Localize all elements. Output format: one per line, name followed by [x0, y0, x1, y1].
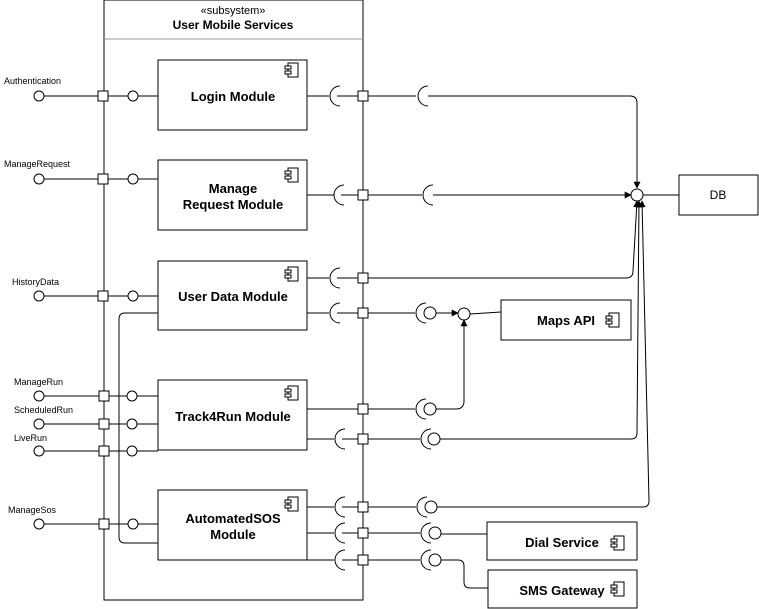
track4run-module-label: Track4Run Module — [175, 409, 291, 424]
sms-gateway-node[interactable]: SMS Gateway — [441, 559, 638, 609]
db-connectors — [368, 95, 650, 508]
external-interface-manage-run[interactable]: ManageRun — [14, 377, 99, 402]
user-data-module-label: User Data Module — [178, 289, 288, 304]
external-interface-history-data[interactable]: HistoryData — [12, 277, 98, 302]
component-icon — [610, 581, 625, 597]
manage-request-module-label-2: Request Module — [183, 197, 283, 212]
interface-label-manage-sos: ManageSos — [8, 505, 57, 515]
external-interface-manage-sos[interactable]: ManageSos — [8, 505, 99, 530]
lollipop-icon — [33, 445, 45, 457]
external-interface-scheduled-run[interactable]: ScheduledRun — [14, 405, 99, 430]
interface-label-manage-run: ManageRun — [14, 377, 63, 387]
lollipop-icon — [33, 518, 45, 530]
automated-sos-module-label-1: AutomatedSOS — [185, 511, 281, 526]
db-node[interactable]: DB — [630, 174, 759, 216]
sms-gateway-label: SMS Gateway — [519, 583, 605, 598]
maps-api-node[interactable]: Maps API — [457, 299, 632, 341]
left-ports — [97, 90, 158, 530]
maps-api-label: Maps API — [537, 313, 595, 328]
lollipop-icon — [630, 188, 644, 202]
right-ports — [307, 85, 442, 571]
external-interface-authentication[interactable]: Authentication — [4, 76, 98, 102]
db-label: DB — [710, 188, 727, 202]
component-icon — [605, 312, 620, 328]
subsystem-name: User Mobile Services — [173, 18, 294, 32]
track4run-module[interactable]: Track4Run Module — [157, 379, 308, 451]
component-icon — [610, 535, 625, 551]
lollipop-icon — [33, 290, 45, 302]
dial-service-node[interactable]: Dial Service — [441, 521, 638, 561]
manage-request-module[interactable]: Manage Request Module — [157, 159, 308, 231]
dial-service-label: Dial Service — [525, 535, 599, 550]
external-interface-live-run[interactable]: LiveRun — [14, 433, 99, 457]
maps-connectors — [436, 309, 468, 410]
external-interface-manage-request[interactable]: ManageRequest — [4, 159, 98, 185]
internal-link — [118, 312, 158, 544]
component-icon — [284, 385, 299, 401]
automated-sos-module[interactable]: AutomatedSOS Module — [157, 489, 308, 561]
manage-request-module-label-1: Manage — [209, 181, 257, 196]
component-icon — [284, 167, 299, 183]
interface-label-manage-request: ManageRequest — [4, 159, 71, 169]
lollipop-icon — [457, 307, 471, 321]
interface-label-live-run: LiveRun — [14, 433, 47, 443]
component-icon — [284, 496, 299, 512]
component-icon — [284, 266, 299, 282]
lollipop-icon — [33, 173, 45, 185]
login-module-label: Login Module — [191, 89, 275, 104]
component-icon — [284, 62, 299, 78]
lollipop-icon — [33, 390, 45, 402]
login-module[interactable]: Login Module — [157, 59, 308, 131]
user-data-module[interactable]: User Data Module — [157, 260, 308, 331]
subsystem-stereotype: «subsystem» — [201, 5, 266, 17]
automated-sos-module-label-2: Module — [210, 527, 256, 542]
lollipop-icon — [33, 418, 45, 430]
interface-label-history-data: HistoryData — [12, 277, 59, 287]
interface-label-authentication: Authentication — [4, 76, 61, 86]
interface-label-scheduled-run: ScheduledRun — [14, 405, 73, 415]
lollipop-icon — [33, 90, 45, 102]
